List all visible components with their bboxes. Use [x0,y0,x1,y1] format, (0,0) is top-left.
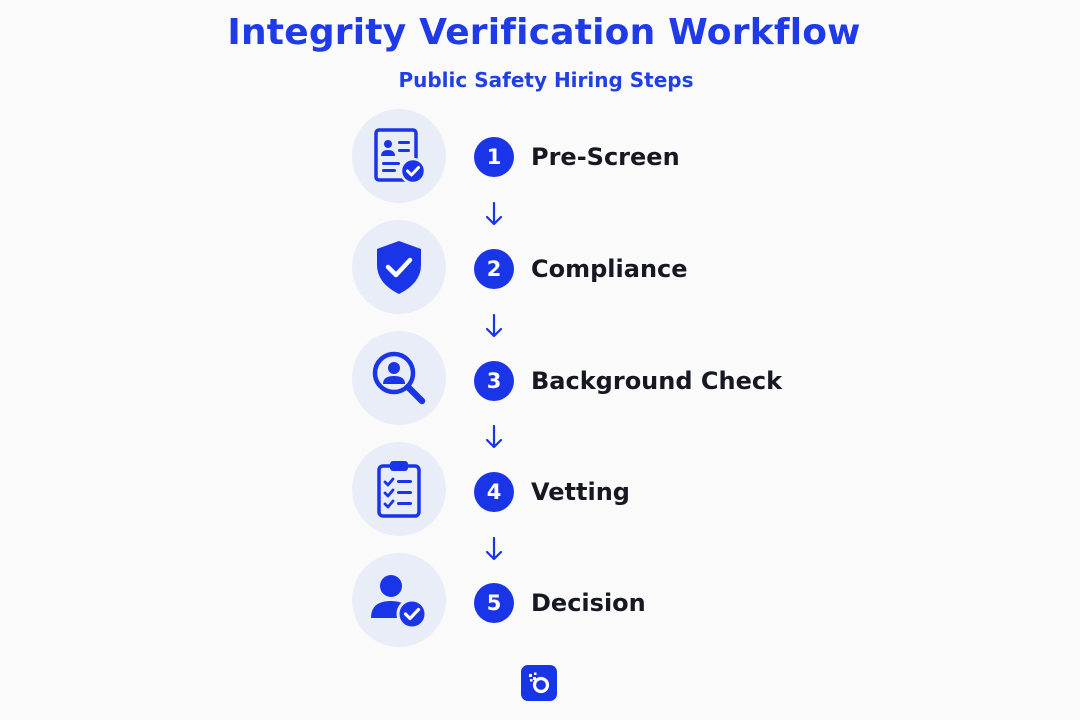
step-number-badge: 3 [474,361,514,401]
step-number-badge: 4 [474,472,514,512]
step-number-badge: 1 [474,137,514,177]
id-card-check-icon [352,109,446,203]
arrow-down-icon [485,313,503,338]
arrow-down-icon [485,536,503,561]
arrow-down-icon [485,424,503,449]
arrow-down-icon [485,201,503,226]
clipboard-checklist-icon [352,442,446,536]
step-number-badge: 2 [474,249,514,289]
step-label-background-check: Background Check [531,367,783,395]
person-check-icon [352,553,446,647]
page-title: Integrity Verification Workflow [227,12,861,53]
step-label-pre-screen: Pre-Screen [531,143,680,171]
step-label-vetting: Vetting [531,478,630,506]
step-number-badge: 5 [474,583,514,623]
page-subtitle: Public Safety Hiring Steps [398,68,694,92]
step-label-decision: Decision [531,589,646,617]
step-label-compliance: Compliance [531,255,688,283]
magnifier-person-icon [352,331,446,425]
shield-check-icon [352,220,446,314]
brand-logo [521,665,557,701]
